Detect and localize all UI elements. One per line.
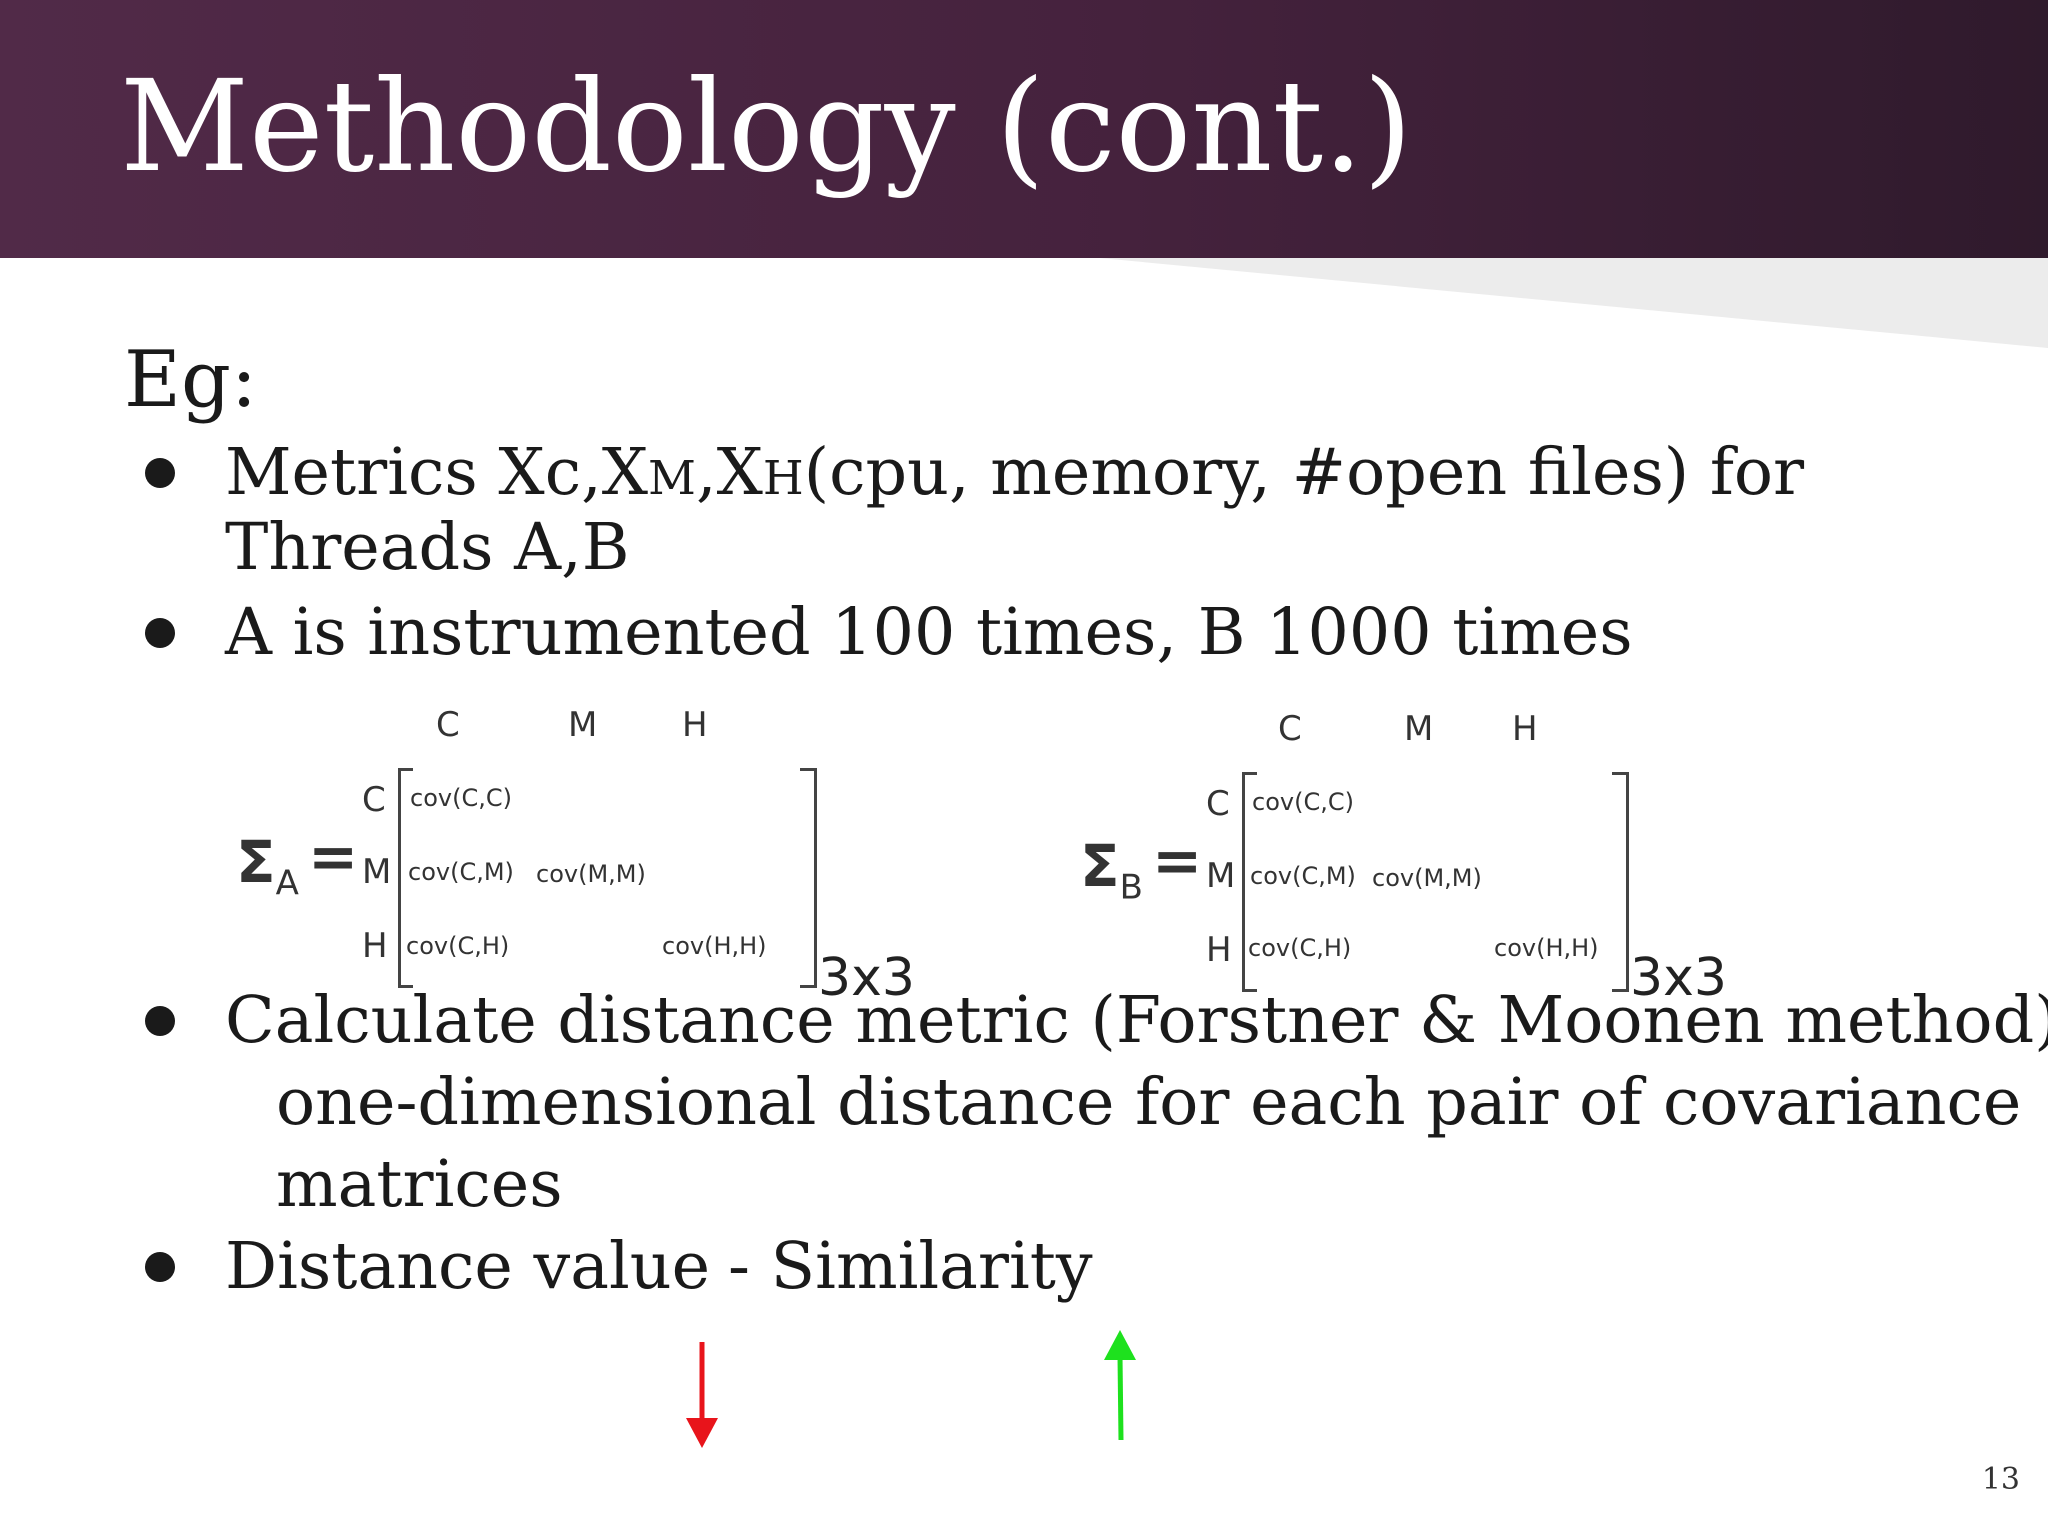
cell-cov-hh: cov(H,H) bbox=[1494, 934, 1599, 962]
cell-cov-mm: cov(M,M) bbox=[536, 860, 646, 888]
cell-cov-cc: cov(C,C) bbox=[410, 784, 512, 812]
left-bracket bbox=[398, 768, 413, 988]
up-arrow-icon bbox=[1104, 1330, 1136, 1441]
covariance-matrix-a: ΣA = C M H C M H cov(C,C) cov(C,M) cov(M… bbox=[236, 700, 915, 1008]
slide-title: Methodology (cont.) bbox=[120, 53, 1413, 200]
cell-cov-ch: cov(C,H) bbox=[406, 932, 510, 960]
row-header-c: C bbox=[362, 780, 386, 820]
matrix-dimension: 3x3 bbox=[1630, 948, 1727, 1008]
row-header-m: M bbox=[362, 852, 392, 892]
bullet-dot bbox=[145, 1252, 175, 1282]
row-header-h: H bbox=[1206, 930, 1232, 970]
example-label: Eg: bbox=[124, 335, 258, 425]
cell-cov-mm: cov(M,M) bbox=[1372, 864, 1482, 892]
sigma-b: ΣB bbox=[1080, 832, 1143, 908]
bullet-metrics-continuation: Threads A,B bbox=[225, 510, 630, 585]
bullet-dot bbox=[145, 618, 175, 648]
equals-sign: = bbox=[1152, 826, 1203, 896]
col-header-h: H bbox=[1512, 709, 1538, 749]
cell-cov-ch: cov(C,H) bbox=[1248, 934, 1352, 962]
col-header-c: C bbox=[1278, 709, 1302, 749]
title-bar: Methodology (cont.) bbox=[0, 0, 2048, 258]
similarity-text: - Similarity bbox=[728, 1229, 1093, 1304]
bullet-metrics-text: Metrics Xc,XM,XH(cpu, memory, #open file… bbox=[225, 435, 1805, 510]
cell-cov-cm: cov(C,M) bbox=[1250, 862, 1356, 890]
col-header-m: M bbox=[568, 705, 598, 745]
bullet-instrumented-text: A is instrumented 100 times, B 1000 time… bbox=[225, 595, 1633, 670]
sigma-a: ΣA bbox=[236, 828, 299, 904]
right-bracket bbox=[800, 768, 817, 988]
covariance-matrix-b: ΣB = C M H C M H cov(C,C) cov(C,M) cov(M… bbox=[1080, 704, 1727, 1008]
row-header-m: M bbox=[1206, 856, 1236, 896]
col-header-m: M bbox=[1404, 709, 1434, 749]
bullet-distance-metric-text: Calculate distance metric (Forstner & Mo… bbox=[225, 983, 2048, 1058]
equals-sign: = bbox=[308, 822, 359, 892]
right-bracket bbox=[1612, 772, 1629, 992]
col-header-c: C bbox=[436, 705, 460, 745]
distance-description-line2: matrices bbox=[276, 1147, 563, 1222]
cell-cov-hh: cov(H,H) bbox=[662, 932, 767, 960]
left-bracket bbox=[1242, 772, 1257, 992]
down-arrow-icon bbox=[686, 1342, 718, 1448]
bullet-dot bbox=[145, 458, 175, 488]
col-header-h: H bbox=[682, 705, 708, 745]
header-swoosh bbox=[1100, 258, 2048, 348]
cell-cov-cm: cov(C,M) bbox=[408, 858, 514, 886]
cell-cov-cc: cov(C,C) bbox=[1252, 788, 1354, 816]
bullet-dot bbox=[145, 1006, 175, 1036]
row-header-c: C bbox=[1206, 784, 1230, 824]
page-number: 13 bbox=[1981, 1462, 2020, 1497]
row-header-h: H bbox=[362, 926, 388, 966]
distance-value-text: Distance value bbox=[225, 1229, 711, 1304]
matrix-dimension: 3x3 bbox=[818, 948, 915, 1008]
distance-description-line1: one-dimensional distance for each pair o… bbox=[276, 1065, 2022, 1140]
